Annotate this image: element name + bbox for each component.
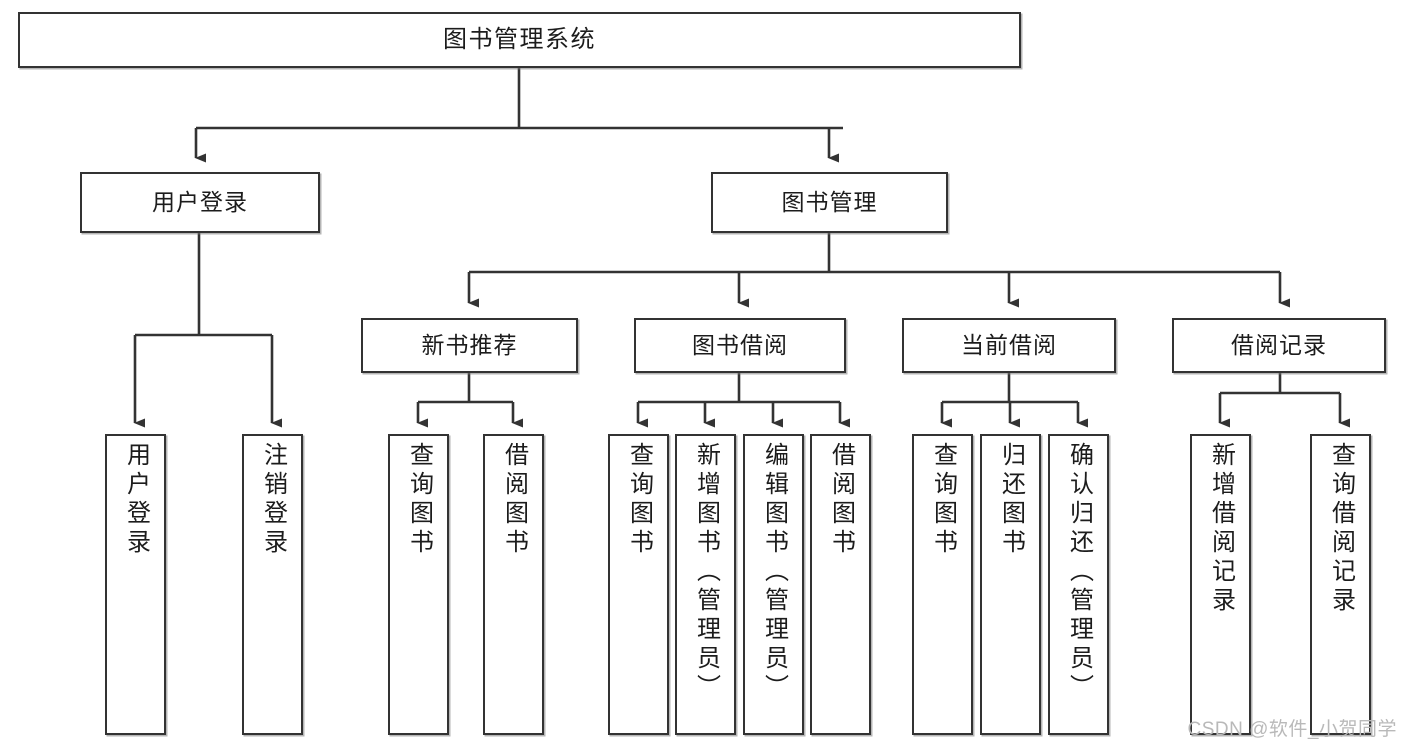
node-borrow-record-label: 借阅记录 xyxy=(1231,331,1327,358)
leaf-current-query-book[interactable]: 查询图书 xyxy=(912,434,973,735)
leaf-borrow-add-book-label: 新增图书（管理员） xyxy=(692,442,720,703)
edge-new-book-to-leaves xyxy=(416,373,523,428)
edge-borrow-record-to-leaves xyxy=(1218,373,1350,428)
leaf-user-login-signin-label: 用户登录 xyxy=(122,442,150,558)
node-user-login[interactable]: 用户登录 xyxy=(80,172,320,233)
node-new-book-recommend[interactable]: 新书推荐 xyxy=(361,318,578,373)
node-book-borrow[interactable]: 图书借阅 xyxy=(634,318,846,373)
leaf-current-query-book-label: 查询图书 xyxy=(929,442,957,558)
edge-root-to-level2 xyxy=(194,68,843,163)
leaf-borrow-borrow-book[interactable]: 借阅图书 xyxy=(810,434,871,735)
leaf-current-return-book[interactable]: 归还图书 xyxy=(980,434,1041,735)
node-root-system[interactable]: 图书管理系统 xyxy=(18,12,1021,68)
node-book-manage-label: 图书管理 xyxy=(781,188,878,215)
node-root-system-label: 图书管理系统 xyxy=(443,25,596,53)
node-user-login-label: 用户登录 xyxy=(152,188,248,215)
leaf-current-return-book-label: 归还图书 xyxy=(997,442,1025,558)
leaf-record-add[interactable]: 新增借阅记录 xyxy=(1190,434,1251,735)
leaf-new-book-borrow-label: 借阅图书 xyxy=(500,442,528,558)
node-book-borrow-label: 图书借阅 xyxy=(692,331,788,358)
csdn-watermark: CSDN @软件_小贺同学 xyxy=(1187,719,1397,740)
edge-current-borrow-to-leaves xyxy=(940,373,1088,428)
leaf-user-login-signout-label: 注销登录 xyxy=(259,442,287,558)
leaf-borrow-edit-book-label: 编辑图书（管理员） xyxy=(760,442,788,703)
leaf-user-login-signin[interactable]: 用户登录 xyxy=(105,434,166,735)
leaf-borrow-add-book[interactable]: 新增图书（管理员） xyxy=(675,434,736,735)
leaf-borrow-query-book[interactable]: 查询图书 xyxy=(608,434,669,735)
node-current-borrow-label: 当前借阅 xyxy=(961,331,1057,358)
leaf-new-book-borrow[interactable]: 借阅图书 xyxy=(483,434,544,735)
leaf-user-login-signout[interactable]: 注销登录 xyxy=(242,434,303,735)
node-new-book-recommend-label: 新书推荐 xyxy=(421,331,518,358)
leaf-record-add-label: 新增借阅记录 xyxy=(1207,442,1235,616)
leaf-borrow-edit-book[interactable]: 编辑图书（管理员） xyxy=(743,434,804,735)
edge-book-manage-to-level3 xyxy=(467,233,1290,308)
node-book-manage[interactable]: 图书管理 xyxy=(711,172,948,233)
leaf-new-book-query[interactable]: 查询图书 xyxy=(388,434,449,735)
leaf-current-confirm-return[interactable]: 确认归还（管理员） xyxy=(1048,434,1109,735)
node-borrow-record[interactable]: 借阅记录 xyxy=(1172,318,1386,373)
leaf-new-book-query-label: 查询图书 xyxy=(405,442,433,558)
edge-borrow-book-to-leaves xyxy=(636,373,850,428)
leaf-borrow-query-book-label: 查询图书 xyxy=(625,442,653,558)
leaf-record-query[interactable]: 查询借阅记录 xyxy=(1310,434,1371,735)
node-current-borrow[interactable]: 当前借阅 xyxy=(902,318,1116,373)
leaf-borrow-borrow-book-label: 借阅图书 xyxy=(827,442,855,558)
leaf-record-query-label: 查询借阅记录 xyxy=(1327,442,1355,616)
edge-user-login-to-leaves xyxy=(133,233,282,428)
leaf-current-confirm-return-label: 确认归还（管理员） xyxy=(1065,442,1093,703)
